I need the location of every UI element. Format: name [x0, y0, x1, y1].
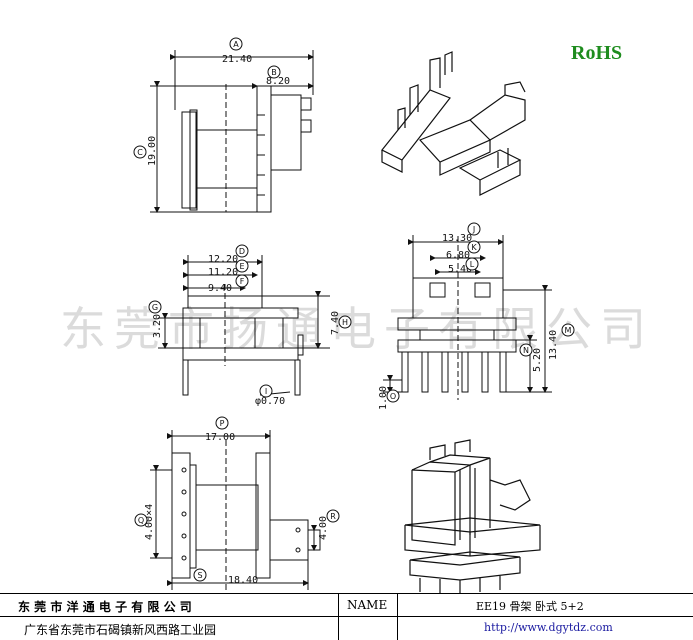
svg-text:I: I [265, 387, 267, 396]
side-view [158, 255, 330, 396]
label-m: M [561, 323, 575, 337]
top-view [150, 50, 314, 213]
svg-text:N: N [523, 346, 529, 355]
svg-text:H: H [342, 318, 348, 327]
label-l: L [465, 257, 479, 271]
svg-text:D: D [239, 247, 245, 256]
dim-12-20: 12.20 [208, 254, 238, 265]
svg-text:G: G [152, 303, 158, 312]
isometric-view-bottom [404, 439, 541, 593]
dim-11-20: 11.20 [208, 267, 238, 278]
svg-text:E: E [239, 262, 244, 271]
label-b: B [267, 65, 281, 79]
dim-8-20: 8.20 [266, 76, 290, 87]
dim-6-80: 6.80 [446, 250, 470, 261]
dim-19-00: 19.00 [147, 136, 158, 166]
dim-4x4: 4.00×4 [144, 504, 155, 540]
label-e: E [235, 259, 249, 273]
dim-3-20: 3.20 [152, 314, 163, 338]
bottom-view [150, 430, 321, 590]
name-label: NAME [347, 598, 388, 612]
label-a: A [229, 37, 243, 51]
svg-text:F: F [240, 277, 245, 286]
svg-text:B: B [271, 68, 277, 77]
label-g: G [148, 300, 162, 314]
website-link[interactable]: http://www.dgytdz.com [484, 621, 613, 634]
label-i: I [259, 384, 273, 398]
label-p: P [215, 416, 229, 430]
svg-text:C: C [137, 148, 143, 157]
label-h: H [338, 315, 352, 329]
name-value: EE19 骨架 卧式 5+2 [476, 600, 584, 613]
isometric-view-top [381, 51, 526, 196]
svg-text:M: M [565, 326, 572, 335]
svg-text:R: R [330, 512, 336, 521]
label-k: K [467, 240, 481, 254]
dim-13-30: 13.30 [442, 233, 472, 244]
title-divider-2 [397, 594, 398, 640]
svg-text:Q: Q [138, 516, 144, 525]
front-view [383, 235, 552, 400]
dim-21-40: 21.40 [222, 54, 252, 65]
dim-5-20: 5.20 [532, 348, 543, 372]
label-d: D [235, 244, 249, 258]
dim-7-40: 7.40 [330, 311, 341, 335]
title-divider-1 [338, 594, 339, 640]
dim-4-00: 4.00 [318, 516, 329, 540]
svg-text:O: O [390, 392, 396, 401]
title-divider-h [0, 616, 693, 617]
label-s: S [193, 568, 207, 582]
svg-text:K: K [471, 243, 477, 252]
label-c: C [133, 145, 147, 159]
dim-18-40: 18.40 [228, 575, 258, 586]
svg-text:A: A [233, 40, 239, 49]
dim-5-40: 5.40 [448, 264, 472, 275]
dim-0-70: φ0.70 [255, 396, 285, 407]
dim-17-00: 17.00 [205, 432, 235, 443]
svg-text:L: L [470, 260, 475, 269]
technical-drawing: 东莞市扬通电子有限公司 21.40 8.20 19.00 A B C [60, 37, 646, 593]
title-block: 东 莞 市 洋 通 电 子 有 限 公 司 广东省东莞市石碣镇新风西路工业园 N… [0, 593, 693, 640]
label-f: F [235, 274, 249, 288]
label-n: N [519, 343, 533, 357]
label-o: O [386, 389, 400, 403]
dim-1-00: 1.00 [378, 386, 389, 410]
label-r: R [326, 509, 340, 523]
company-address: 广东省东莞市石碣镇新风西路工业园 [24, 623, 217, 637]
company-name: 东 莞 市 洋 通 电 子 有 限 公 司 [18, 600, 192, 614]
dim-13-40: 13.40 [548, 330, 559, 360]
label-j: J [467, 222, 481, 236]
svg-text:S: S [197, 571, 202, 580]
dim-9-40: 9.40 [208, 283, 232, 294]
svg-text:J: J [472, 225, 475, 234]
label-q: Q [134, 513, 148, 527]
rohs-mark: RoHS [571, 42, 623, 64]
svg-text:P: P [220, 419, 225, 428]
